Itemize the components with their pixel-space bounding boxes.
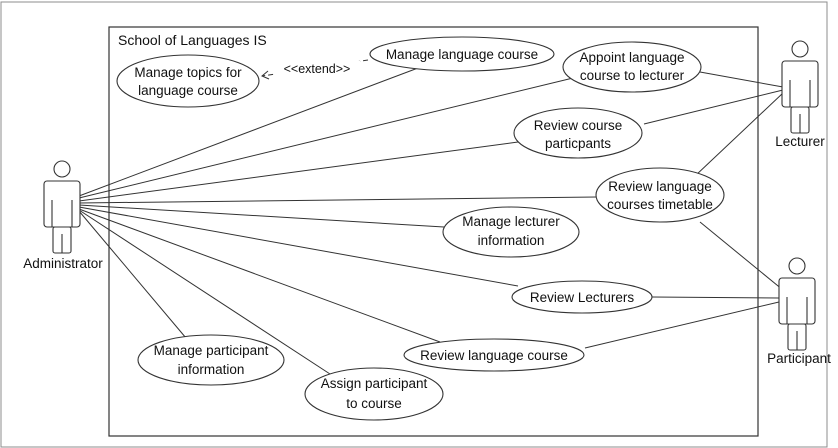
use-case-oval — [304, 367, 444, 421]
use-case-label-line-2: course to lecturer — [580, 68, 685, 83]
extend-arrowhead — [261, 70, 270, 80]
actor-head — [53, 160, 71, 178]
use-case-manage-lecturer[interactable]: Manage lecturer information — [442, 206, 580, 258]
assoc-lecturer-appoint-course — [699, 71, 784, 88]
actor-lecturer[interactable] — [781, 40, 819, 134]
use-case-label-line-2: particpants — [545, 136, 611, 151]
actor-body — [43, 180, 81, 228]
use-case-appoint-course[interactable]: Appoint language course to lecturer — [562, 41, 702, 93]
actor-participant[interactable] — [778, 257, 816, 351]
actor-body — [781, 60, 819, 108]
assoc-admin-review-timetable — [78, 196, 598, 204]
use-case-label-line-2: to course — [346, 396, 402, 411]
extend-label: <<extend>> — [284, 62, 351, 76]
use-case-review-participants[interactable]: Review course particpants — [513, 107, 643, 159]
use-case-label-line-1: Manage topics for — [134, 65, 242, 80]
use-case-manage-participant[interactable]: Manage participant information — [137, 334, 285, 386]
assoc-admin-review-participants — [78, 141, 519, 202]
actor-head — [791, 40, 809, 58]
assoc-admin-assign-participant — [78, 209, 331, 375]
use-case-oval — [595, 167, 725, 223]
use-case-label-line-1: Review course — [534, 118, 623, 133]
use-case-oval — [562, 41, 702, 93]
use-case-oval — [513, 107, 643, 159]
use-case-manage-course[interactable]: Manage language course — [369, 36, 555, 72]
assoc-admin-manage-course — [78, 67, 419, 197]
associations — [78, 67, 784, 375]
use-case-label-line-1: Review language — [608, 179, 712, 194]
use-case-label-line-1: Assign participant — [321, 376, 428, 391]
use-case-review-lecturers[interactable]: Review Lecturers — [511, 280, 653, 314]
actor-head — [788, 257, 806, 275]
use-case-assign-participant[interactable]: Assign participant to course — [304, 367, 444, 421]
use-case-label: Review language course — [420, 348, 568, 363]
use-case-oval — [442, 206, 580, 258]
use-case-oval — [116, 54, 260, 108]
actor-label-participant: Participant — [767, 351, 831, 366]
use-case-label-line-1: Appoint language — [579, 50, 684, 65]
actor-administrator[interactable] — [43, 160, 81, 254]
use-case-label-line-2: information — [178, 362, 245, 377]
assoc-admin-review-lecturers — [78, 206, 519, 287]
assoc-admin-manage-lecturer — [78, 204, 445, 228]
assoc-participant-review-timetable — [699, 221, 784, 291]
use-case-label: Review Lecturers — [530, 290, 635, 305]
use-case-label-line-1: Manage lecturer — [462, 214, 560, 229]
assoc-participant-review-course — [584, 301, 780, 349]
system-boundary — [108, 26, 759, 437]
assoc-lecturer-review-participants — [643, 89, 784, 125]
use-case-manage-topics[interactable]: Manage topics for language course — [116, 54, 260, 108]
use-case-label: Manage language course — [386, 47, 538, 62]
use-case-oval — [369, 36, 555, 72]
actor-body — [778, 277, 816, 325]
system-title: School of Languages IS — [118, 32, 267, 48]
assoc-lecturer-review-timetable — [694, 92, 784, 177]
assoc-admin-appoint-course — [78, 77, 574, 199]
actor-label-lecturer: Lecturer — [775, 134, 825, 149]
extend-label-bg — [274, 61, 360, 76]
use-case-label-line-1: Manage participant — [154, 343, 269, 358]
actor-label-administrator: Administrator — [23, 256, 103, 271]
use-case-label-line-2: courses timetable — [607, 197, 713, 212]
use-case-label-line-2: information — [478, 233, 545, 248]
use-case-review-course[interactable]: Review language course — [403, 338, 585, 372]
use-case-oval — [137, 334, 285, 386]
use-case-review-timetable[interactable]: Review language courses timetable — [595, 167, 725, 223]
use-case-oval — [511, 280, 653, 314]
assoc-participant-review-lecturers — [651, 296, 780, 299]
use-case-label-line-2: language course — [138, 83, 238, 98]
assoc-admin-review-course — [78, 208, 441, 343]
assoc-admin-manage-participant — [78, 210, 187, 339]
use-case-oval — [403, 338, 585, 372]
